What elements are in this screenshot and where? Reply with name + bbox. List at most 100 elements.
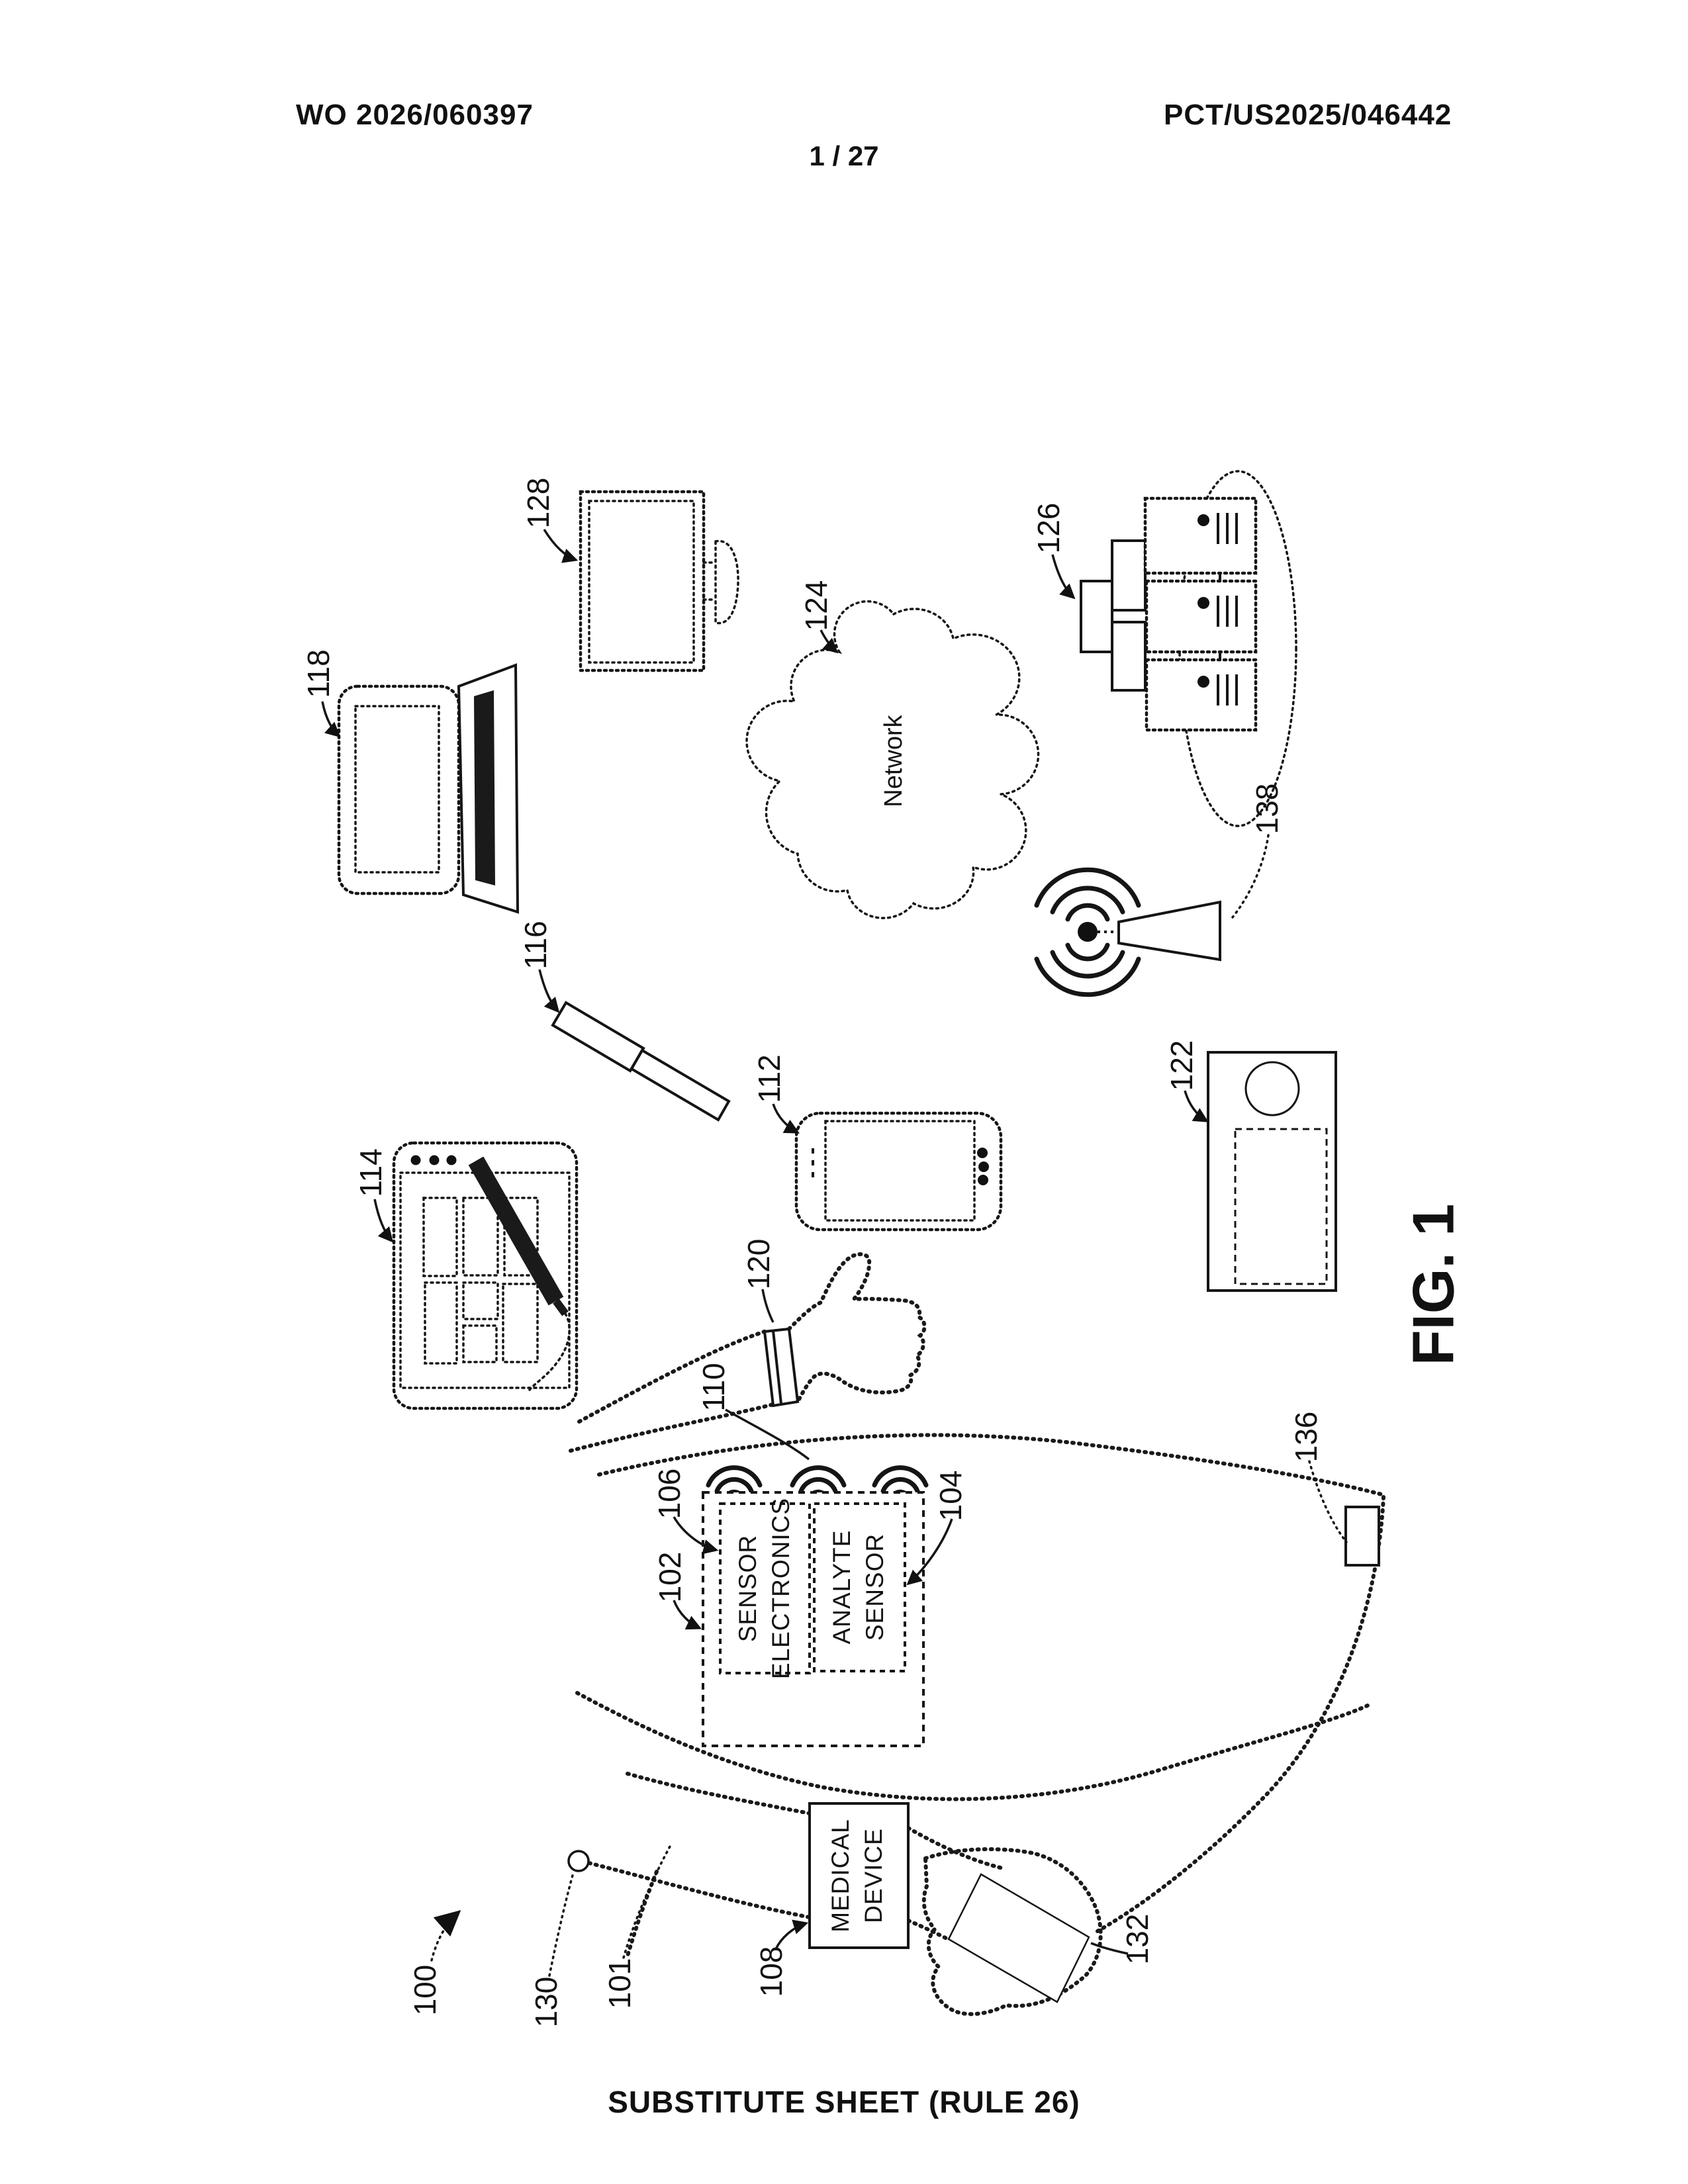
tablet-stylus-tip [553, 1298, 569, 1316]
leader-120 [761, 1289, 774, 1323]
antenna-wave-bottom-3 [1034, 956, 1141, 997]
leader-101 [622, 1845, 671, 1959]
sensor-electronics-box [719, 1502, 811, 1674]
ref-101: 101 [602, 1958, 637, 2009]
leader-124 [820, 629, 839, 654]
laptop-screen [354, 705, 440, 874]
phone-button-1 [977, 1148, 988, 1158]
ref-104: 104 [933, 1471, 968, 1522]
ref-114: 114 [353, 1148, 388, 1197]
tablet-tile-5 [462, 1324, 498, 1363]
network-label: Network [880, 714, 908, 807]
server-box-2 [1145, 579, 1258, 654]
laptop-deck [457, 663, 520, 914]
pen-cap [630, 1048, 731, 1122]
leader-126 [1051, 554, 1076, 600]
leader-108 [774, 1919, 809, 1950]
phone-body [794, 1111, 1003, 1232]
medical-device-unit: MEDICAL DEVICE 108 [754, 1802, 910, 1997]
tablet-tile-4 [462, 1281, 499, 1320]
on-body-sensor-unit: SENSOR ELECTRONICS ANALYTE SENSOR 106 10… [652, 1363, 968, 1747]
antenna-wave-bottom-2 [1050, 950, 1125, 979]
receiver-housing [1207, 1051, 1337, 1292]
wrist-wearable-hand: 120 [741, 1239, 927, 1408]
leader-110 [725, 1408, 810, 1461]
stylus-cord [528, 1312, 571, 1391]
sensor-electronics-label-2: ELECTRONICS [767, 1498, 794, 1679]
body-right-sweep [1096, 1495, 1385, 1933]
tablet-dot-3 [446, 1155, 457, 1165]
monitor-stand-neck [702, 561, 717, 601]
leader-100 [430, 1910, 461, 1962]
monitor-screen [588, 500, 695, 664]
phone-button-2 [978, 1161, 989, 1172]
server-link-box-1 [1111, 539, 1147, 612]
leader-130 [548, 1872, 575, 1977]
analyte-sensor-label-2: SENSOR [861, 1533, 888, 1641]
pen-barrel [551, 1001, 645, 1073]
antenna-wave-top-2 [1050, 886, 1125, 915]
ref-128: 128 [521, 478, 555, 529]
forearm-bottom-line [569, 1402, 775, 1453]
laptop-lid [337, 684, 461, 895]
ref-136: 136 [1289, 1412, 1323, 1463]
ref-126: 126 [1031, 503, 1066, 554]
ref-116: 116 [518, 921, 553, 969]
medical-device-label-1: MEDICAL [827, 1819, 854, 1932]
ref-130: 130 [529, 1977, 563, 2028]
forearm-top-line [577, 1330, 767, 1424]
handheld-display-device [947, 1873, 1090, 2003]
bottom-reference-labels: 100 130 101 [408, 1845, 671, 2028]
ref-132: 132 [1120, 1914, 1154, 1965]
elbow-point [567, 1850, 590, 1872]
leader-118 [321, 701, 341, 738]
server-hub-box [1080, 580, 1113, 653]
tablet-tile-2 [424, 1281, 458, 1365]
tablet-tile-6 [503, 1197, 539, 1277]
server-cluster-icon: 126 [1031, 470, 1297, 827]
ref-110: 110 [696, 1363, 731, 1411]
leader-116 [538, 969, 560, 1013]
leader-102 [673, 1600, 702, 1630]
ref-122: 122 [1164, 1040, 1199, 1091]
wristband-edge [772, 1330, 782, 1404]
application-number: PCT/US2025/046442 [1164, 99, 1452, 131]
body-long-line [597, 1433, 1383, 1496]
server-link-box-2 [1111, 621, 1147, 692]
ref-118: 118 [301, 649, 336, 698]
tablet-tile-1 [422, 1197, 458, 1277]
ref-108: 108 [754, 1946, 788, 1997]
monitor-bezel [579, 490, 706, 672]
receiver-device-icon: 122 [1164, 1040, 1337, 1292]
leader-138 [1231, 834, 1270, 919]
monitor-stand-base [714, 539, 739, 625]
tablet-tile-7 [502, 1283, 539, 1363]
phone-screen [824, 1120, 976, 1222]
tablet-tile-3 [462, 1197, 499, 1277]
tablet-icon: 114 [353, 1141, 579, 1410]
antenna-feed-dot [1078, 922, 1098, 942]
antenna-wave-top-3 [1034, 867, 1141, 908]
wristband [763, 1327, 800, 1408]
tablet-dot-2 [429, 1155, 440, 1165]
thumbs-up-hand-outline [787, 1252, 927, 1404]
receiver-dial [1244, 1061, 1300, 1116]
sensor-electronics-label-1: SENSOR [734, 1535, 761, 1642]
lower-arm-mid-line [626, 1772, 812, 1815]
ref-138: 138 [1250, 784, 1284, 835]
tablet-dot-1 [410, 1155, 421, 1165]
analyte-sensor-label-1: ANALYTE [828, 1530, 855, 1645]
publication-number: WO 2026/060397 [296, 99, 534, 131]
ref-102: 102 [653, 1552, 687, 1603]
leader-136 [1308, 1460, 1348, 1543]
phone-button-3 [978, 1175, 988, 1185]
server-box-1 [1143, 496, 1258, 575]
laptop-keyboard [474, 690, 495, 886]
leader-112 [772, 1103, 800, 1134]
figure-label: FIG. 1 [1400, 1204, 1466, 1366]
smartphone-icon: 112 [752, 1054, 1003, 1232]
laptop-icon: 118 [301, 649, 520, 914]
ref-124: 124 [799, 580, 833, 631]
desktop-monitor-icon: 128 [521, 478, 739, 672]
